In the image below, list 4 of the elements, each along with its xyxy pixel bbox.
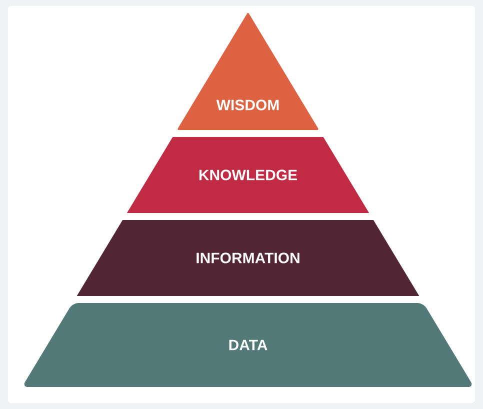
pyramid-level: WISDOM xyxy=(178,13,318,130)
pyramid-level: INFORMATION xyxy=(76,220,420,296)
pyramid-level: KNOWLEDGE xyxy=(126,137,370,213)
pyramid-level: DATA xyxy=(24,303,472,387)
